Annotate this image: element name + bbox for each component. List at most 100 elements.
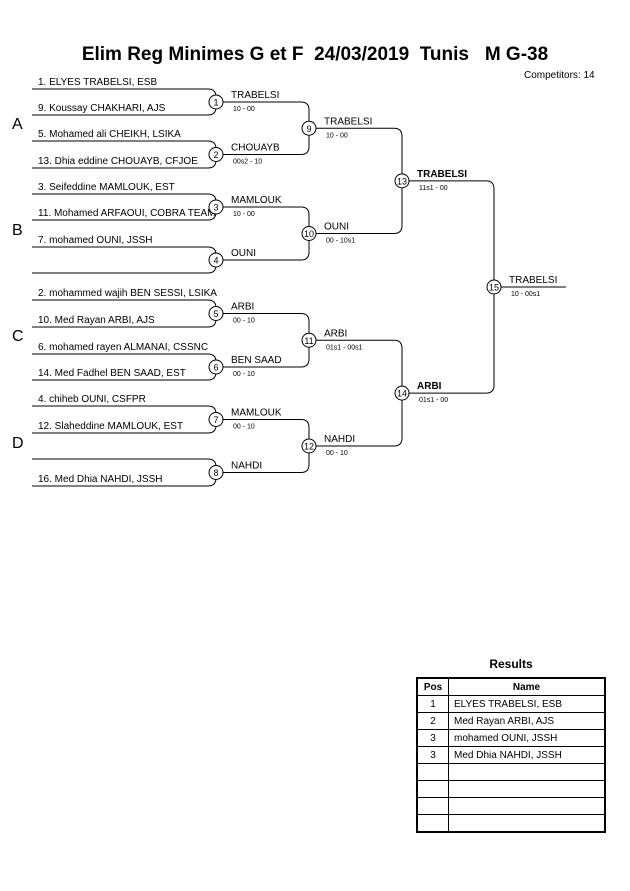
results-pos xyxy=(416,814,449,833)
match-number: 5 xyxy=(213,309,218,319)
results-row xyxy=(416,814,606,833)
results-header-name: Name xyxy=(448,677,606,696)
match-winner: ARBI xyxy=(231,302,254,313)
match-winner: NAHDI xyxy=(231,461,262,472)
match-number: 1 xyxy=(213,98,218,108)
match-number: 6 xyxy=(213,363,218,373)
match-winner: TRABELSI xyxy=(417,169,467,180)
match-circle xyxy=(208,94,224,110)
results-row xyxy=(416,780,606,798)
bracket-line xyxy=(485,180,495,280)
entry-name: 7. mohamed OUNI, JSSH xyxy=(38,235,152,246)
entry-name: 5. Mohamed ali CHEIKH, LSIKA xyxy=(38,129,181,140)
match-circle xyxy=(208,199,224,215)
match-score: 00 - 10 xyxy=(233,318,255,325)
match-score: 01s1 - 00 xyxy=(419,397,448,404)
page-title: Elim Reg Minimes G et F 24/03/2019 Tunis… xyxy=(81,44,549,65)
match-score: 00 - 10 xyxy=(326,450,348,457)
match-circle xyxy=(301,120,317,136)
pool-label: A xyxy=(12,116,23,133)
entry-name: 10. Med Rayan ARBI, AJS xyxy=(38,315,155,326)
results-name: Med Rayan ARBI, AJS xyxy=(448,712,606,730)
match-score: 10 - 00 xyxy=(326,132,348,139)
bracket-line xyxy=(393,339,403,387)
entry-name: 13. Dhia eddine CHOUAYB, CFJOE xyxy=(38,156,198,167)
results-header-pos: Pos xyxy=(416,677,449,696)
results-pos: 1 xyxy=(416,695,449,713)
entry-name: 14. Med Fadhel BEN SAAD, EST xyxy=(38,368,186,379)
match-winner: TRABELSI xyxy=(509,275,557,286)
match-number: 4 xyxy=(213,256,218,266)
results-name: mohamed OUNI, JSSH xyxy=(448,729,606,747)
match-score: 10 - 00 xyxy=(233,211,255,218)
match-winner: BEN SAAD xyxy=(231,355,282,366)
entry-name: 11. Mohamed ARFAOUI, COBRA TEAM xyxy=(38,208,215,219)
match-circle xyxy=(394,173,410,189)
competitors-count: Competitors: 14 xyxy=(524,70,595,81)
match-number: 7 xyxy=(213,415,218,425)
match-circle xyxy=(394,385,410,401)
entry-name: 16. Med Dhia NAHDI, JSSH xyxy=(38,474,163,485)
match-number: 15 xyxy=(489,283,499,293)
match-number: 3 xyxy=(213,203,218,213)
match-circle xyxy=(208,252,224,268)
match-number: 8 xyxy=(213,468,218,478)
results-name xyxy=(448,814,606,833)
results-header-row: Pos Name xyxy=(416,677,606,696)
match-winner: TRABELSI xyxy=(324,116,372,127)
match-winner: OUNI xyxy=(324,222,349,233)
results-name: Med Dhia NAHDI, JSSH xyxy=(448,746,606,764)
match-circle xyxy=(208,412,224,427)
match-circle xyxy=(486,279,502,295)
bracket-line xyxy=(393,400,403,447)
results-name: ELYES TRABELSI, ESB xyxy=(448,695,606,713)
pool-label: B xyxy=(12,222,23,239)
match-circle xyxy=(301,332,317,348)
entry-name: 4. chiheb OUNI, CSFPR xyxy=(38,394,146,405)
results-pos xyxy=(416,797,449,815)
bracket-line xyxy=(393,127,403,174)
bracket-line xyxy=(300,419,310,439)
match-winner: MAMLOUK xyxy=(231,408,282,419)
match-score: 01s1 - 00s1 xyxy=(326,344,363,351)
match-number: 14 xyxy=(397,389,407,399)
match-winner: NAHDI xyxy=(324,434,355,445)
results-pos xyxy=(416,763,449,781)
results-name xyxy=(448,763,606,781)
results-row xyxy=(416,763,606,781)
entry-name: 3. Seifeddine MAMLOUK, EST xyxy=(38,182,175,193)
results-pos: 3 xyxy=(416,729,449,747)
pool-label: D xyxy=(12,435,24,452)
match-winner: ARBI xyxy=(324,328,347,339)
results-pos xyxy=(416,780,449,798)
match-circle xyxy=(208,306,224,321)
entry-name: 2. mohammed wajih BEN SESSI, LSIKA xyxy=(38,288,217,299)
match-score: 10 - 00s1 xyxy=(511,291,540,298)
match-circle xyxy=(301,226,317,241)
entry-name: 12. Slaheddine MAMLOUK, EST xyxy=(38,421,183,432)
match-number: 9 xyxy=(306,124,311,134)
match-score: 00 - 10 xyxy=(233,424,255,431)
bracket-line xyxy=(300,347,310,368)
bracket-line xyxy=(300,313,310,334)
match-score: 00s2 - 10 xyxy=(233,159,262,166)
results-pos: 2 xyxy=(416,712,449,730)
bracket-line xyxy=(393,187,403,234)
match-number: 2 xyxy=(213,150,218,160)
match-winner: OUNI xyxy=(231,248,256,259)
entry-name: 1. ELYES TRABELSI, ESB xyxy=(38,77,157,88)
match-number: 12 xyxy=(304,442,314,452)
results-title: Results xyxy=(489,657,533,671)
match-winner: CHOUAYB xyxy=(231,143,280,154)
entry-name: 9. Koussay CHAKHARI, AJS xyxy=(38,103,166,114)
match-circle xyxy=(208,147,224,162)
match-score: 10 - 00 xyxy=(233,106,255,113)
results-pos: 3 xyxy=(416,746,449,764)
match-circle xyxy=(301,438,317,454)
